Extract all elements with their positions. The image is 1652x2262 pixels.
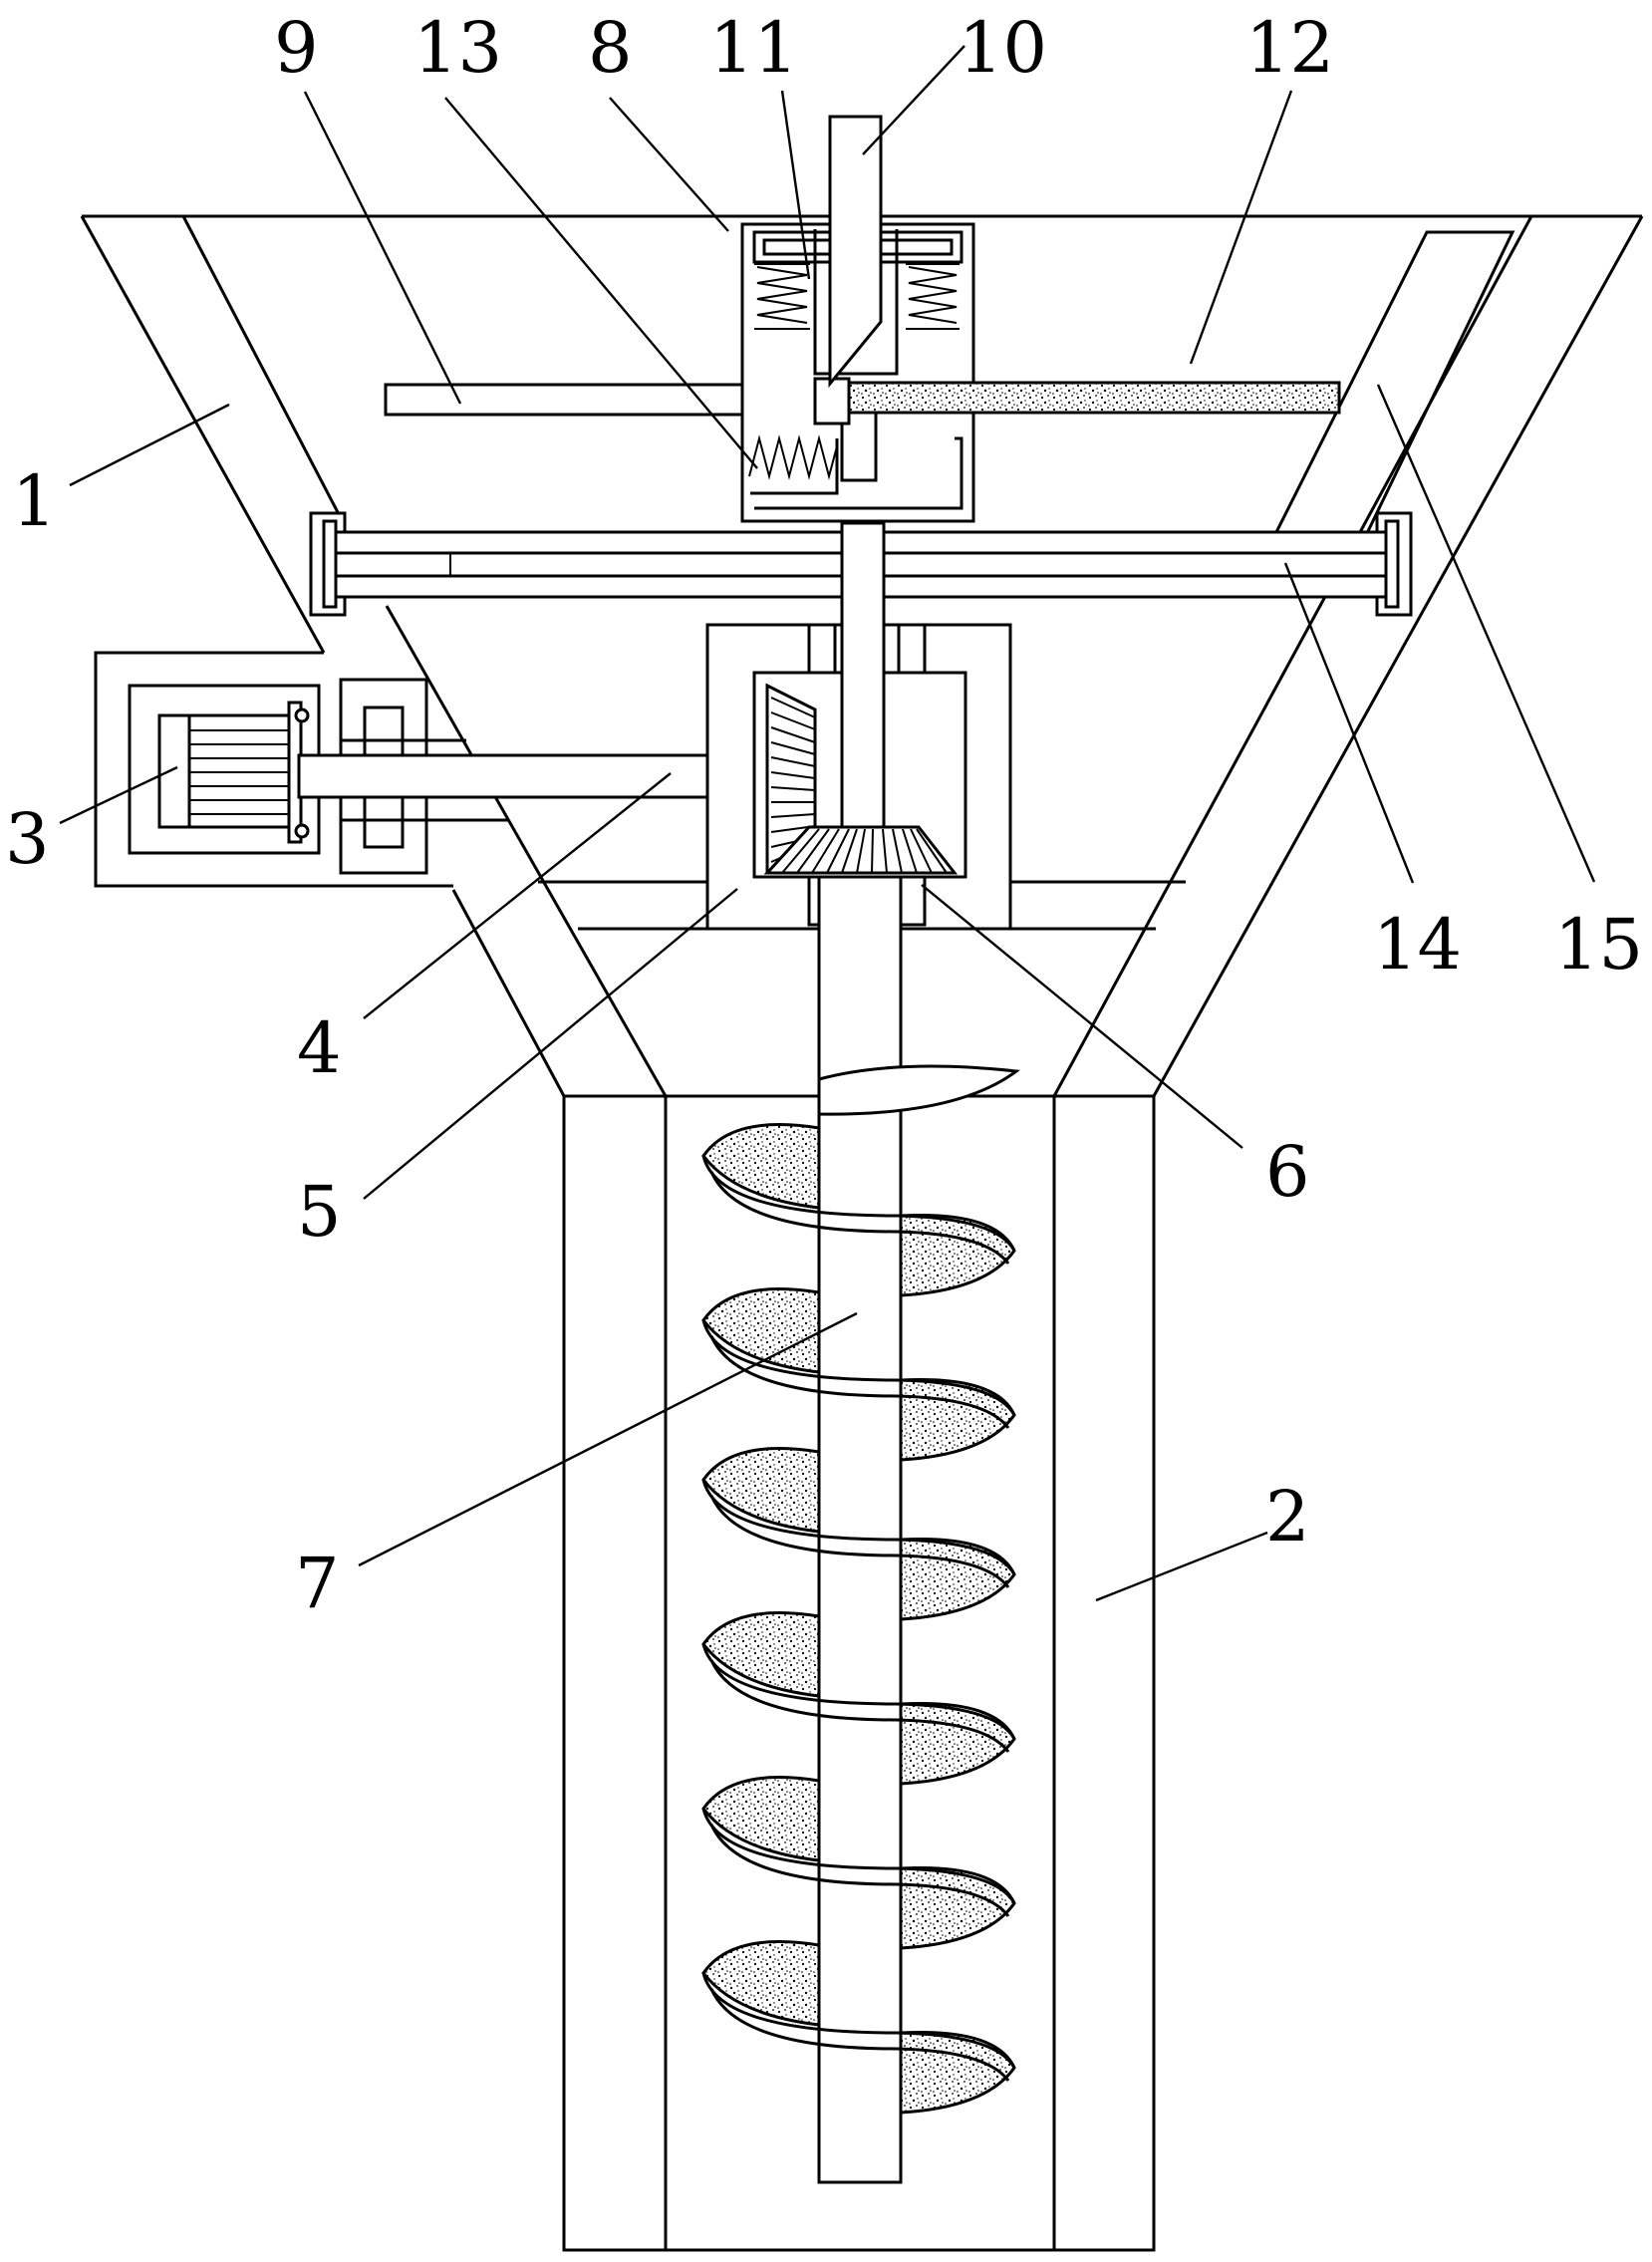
auger-band-edge: [709, 1988, 1010, 2082]
auger-top-lip: [817, 1064, 1020, 1116]
callout-5: 5: [297, 1171, 342, 1253]
leader-lines: [59, 45, 1596, 1602]
arm-joint: [813, 377, 851, 425]
callout-6: 6: [1265, 1131, 1310, 1213]
auger-band-edge: [701, 1479, 1016, 1575]
auger-band-edge: [709, 1659, 1010, 1753]
callout-11: 11: [709, 7, 798, 89]
callout-13: 13: [413, 7, 502, 89]
auger-left-lobe: [701, 1287, 821, 1374]
auger-left-lobe: [701, 1611, 821, 1698]
auger-right-lobe: [899, 1377, 1016, 1462]
driven-bevel-gear: [763, 825, 959, 875]
callout-12: 12: [1245, 7, 1334, 89]
callout-14: 14: [1373, 904, 1462, 986]
callout-1: 1: [12, 460, 57, 542]
auger-band-edge: [709, 1495, 1010, 1588]
auger-band-edge: [701, 1319, 1016, 1416]
auger-band-edge: [709, 1335, 1010, 1429]
auger-blade: [701, 1064, 1020, 2115]
auger-band-edge: [701, 1643, 1016, 1740]
motor-fins: [189, 729, 289, 815]
callout-3: 3: [5, 798, 50, 880]
top-springs: [754, 263, 960, 330]
auger-right-lobe: [899, 1701, 1016, 1786]
callout-labels: 1 2 3 4 5 6 7 8 9 10 11 12 13 14 15: [5, 7, 1643, 1624]
auger-right-lobe: [899, 1865, 1016, 1950]
push-rod: [828, 115, 883, 389]
auger-band-edge: [701, 1155, 1016, 1252]
angled-channel: [1261, 230, 1515, 559]
auger-band-edge: [709, 1171, 1010, 1265]
callout-7: 7: [295, 1543, 340, 1624]
auger-left-lobe: [701, 1123, 821, 1210]
auger-left-lobe: [701, 1447, 821, 1534]
auger-right-lobe: [899, 1537, 1016, 1621]
auger-left-lobe: [701, 1940, 821, 2027]
auger-band-edge: [709, 1824, 1010, 1917]
callout-9: 9: [274, 7, 319, 89]
auger-right-lobe: [899, 1213, 1016, 1297]
callout-4: 4: [297, 1007, 342, 1089]
callout-2: 2: [1265, 1476, 1310, 1557]
left-arm: [384, 383, 744, 417]
auger-band-edge: [701, 1972, 1016, 2069]
callout-15: 15: [1554, 904, 1643, 986]
callout-10: 10: [959, 7, 1047, 89]
auger-band-edge: [701, 1808, 1016, 1904]
auger-left-lobe: [701, 1776, 821, 1862]
right-arm: [845, 381, 1341, 415]
driver-bevel-gear: [765, 683, 817, 875]
callout-8: 8: [588, 7, 633, 89]
lower-spring: [748, 434, 838, 480]
auger-right-lobe: [899, 2030, 1016, 2115]
